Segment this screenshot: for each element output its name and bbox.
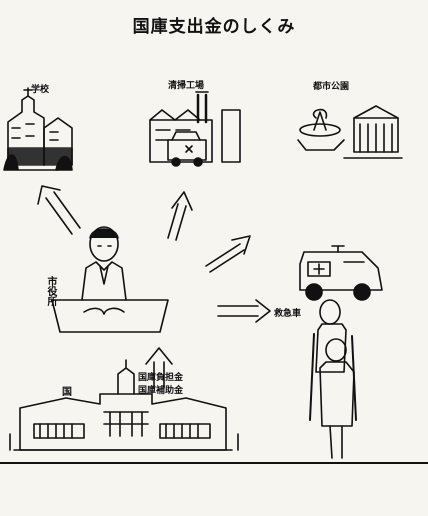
paramedics-illustration <box>309 299 357 459</box>
label-state: 国 <box>62 387 72 398</box>
arrow-to-school <box>37 185 81 235</box>
label-sewage-plant: 清掃工場 <box>168 81 205 91</box>
label-city-hall: 市役所 <box>45 276 56 306</box>
label-city-park: 都市公園 <box>313 82 350 92</box>
school-illustration <box>3 87 73 171</box>
diagram-title: 国庫支出金のしくみ <box>132 17 296 37</box>
arrow-to-ambulance <box>217 299 271 323</box>
arrow-state-to-cityhall <box>145 347 173 389</box>
arrow-to-park <box>205 235 251 273</box>
city-hall-official-illustration <box>51 226 169 333</box>
city-park-illustration <box>297 105 403 159</box>
label-school: 学校 <box>31 85 50 95</box>
label-national-treasury-subsidy: 国庫補助金 <box>138 386 184 396</box>
label-national-treasury-obligatory-share: 国庫負担金 <box>138 373 184 383</box>
sewage-plant-illustration <box>149 91 241 167</box>
state-building-illustration <box>9 359 239 451</box>
ambulance-illustration <box>299 245 383 301</box>
label-ambulance: 救急車 <box>274 309 302 319</box>
arrow-to-plant <box>167 191 193 241</box>
